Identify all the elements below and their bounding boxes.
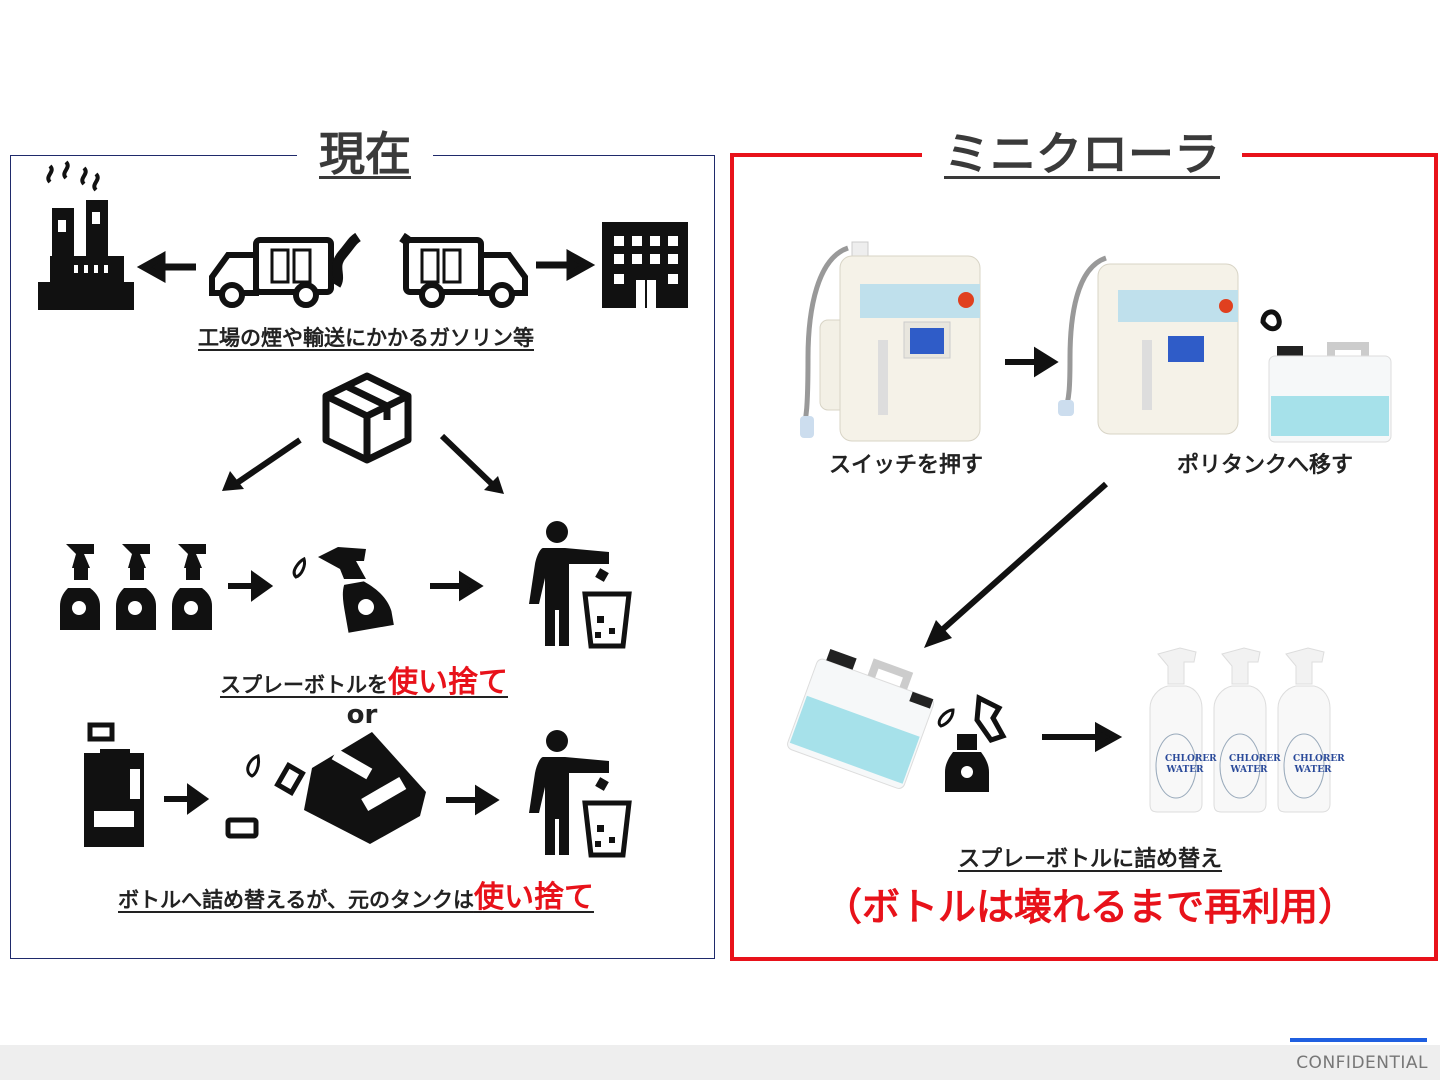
spraying-bottle-icon: [292, 547, 394, 633]
arrow-right-icon: [1042, 721, 1123, 753]
product-label: CHLORER WATER: [1229, 754, 1281, 775]
refill-spray-caption: スプレーボトルに詰め替え: [957, 847, 1223, 872]
truck-icon: [209, 232, 361, 308]
transport-caption: 工場の煙や輸送にかかるガソリン等: [198, 326, 534, 350]
spray-bottles-icon: [60, 544, 274, 630]
footer-bar: [0, 1045, 1440, 1080]
arrow-diagonal-icon: [924, 481, 1108, 648]
arrow-right-icon: [1005, 346, 1059, 378]
arrow-right-icon: [430, 570, 484, 602]
refill-caption: ボトルへ詰め替えるが、元のタンクは使い捨て: [118, 872, 594, 916]
product-label: CHLORER WATER: [1293, 754, 1345, 775]
arrow-right-icon: [446, 784, 500, 816]
small-spray-bottle-icon: [937, 694, 1007, 792]
truck-icon: [399, 232, 528, 308]
spray-caption: スプレーボトルを使い捨て: [220, 657, 508, 701]
tilted-tank-image: [787, 648, 935, 789]
minichlorer-device-image: [800, 241, 981, 442]
reuse-caption: （ボトルは壊れるまで再利用）: [823, 885, 1357, 929]
chlorer-water-bottles-image: [1149, 647, 1331, 813]
disposable-highlight: 使い捨て: [388, 665, 508, 700]
refill-tank-icon: [84, 722, 210, 847]
person-trash-icon: [529, 521, 632, 649]
arrow-left-icon: [136, 251, 196, 283]
minichlorer-device-image: [1058, 255, 1239, 435]
or-label: or: [346, 700, 378, 730]
confidential-label: CONFIDENTIAL: [1296, 1053, 1428, 1073]
person-trash-icon: [529, 730, 632, 858]
pouring-tank-icon: [225, 732, 426, 844]
poly-tank-image: [1260, 309, 1392, 443]
minichlorer-title: ミニクローラ: [922, 126, 1242, 182]
arrow-diagonal-icon: [439, 433, 504, 494]
package-icon: [322, 372, 412, 464]
footer-accent-line: [1290, 1038, 1427, 1042]
current-title: 現在: [297, 126, 433, 182]
arrow-right-icon: [536, 249, 596, 281]
arrow-diagonal-icon: [222, 437, 302, 491]
factory-icon: [38, 160, 134, 310]
refill-caption-text: ボトルへ詰め替えるが、元のタンクは: [118, 888, 474, 912]
building-icon: [602, 222, 688, 308]
step2-label: ポリタンクへ移す: [1176, 453, 1354, 478]
spray-caption-text: スプレーボトルを: [220, 673, 388, 697]
step1-label: スイッチを押す: [828, 453, 984, 478]
disposable-highlight: 使い捨て: [473, 880, 594, 915]
product-label: CHLORER WATER: [1165, 754, 1217, 775]
